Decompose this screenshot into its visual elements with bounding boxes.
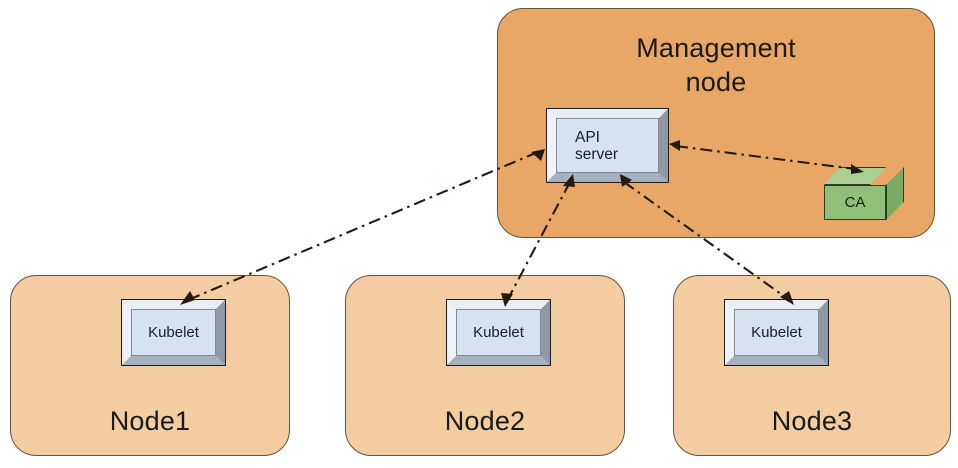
ca-front-face: CA [824,185,886,220]
management-node-title: Management node [498,31,934,99]
worker-node-region-3[interactable]: Kubelet Node3 [673,275,951,456]
ca-side-face [886,167,904,220]
kubelet-3-label: Kubelet [751,324,802,341]
worker-node-region-1[interactable]: Kubelet Node1 [10,275,290,456]
api-server-label-line2: server [575,145,619,163]
worker-node-region-2[interactable]: Kubelet Node2 [345,275,625,456]
kubelet-box-2[interactable]: Kubelet [446,299,551,366]
worker-node-title-1: Node1 [109,406,191,436]
kubelet-2-inner-panel: Kubelet [456,309,541,356]
ca-cuboid[interactable]: CA [824,167,904,220]
kubelet-1-inner-panel: Kubelet [131,309,216,356]
kubelet-1-label: Kubelet [148,324,199,341]
ca-top-face [824,167,886,185]
ca-label: CA [844,194,866,211]
worker-node-title-3: Node3 [771,406,853,436]
management-node-title-line2: node [685,67,747,97]
worker-node-title-2: Node2 [444,406,526,436]
kubelet-2-label: Kubelet [473,324,524,341]
kubelet-3-inner-panel: Kubelet [734,309,819,356]
management-node-title-line1: Management [636,33,796,63]
api-server-label-line1: API [575,128,600,146]
kubelet-box-3[interactable]: Kubelet [724,299,829,366]
kubelet-box-1[interactable]: Kubelet [121,299,226,366]
